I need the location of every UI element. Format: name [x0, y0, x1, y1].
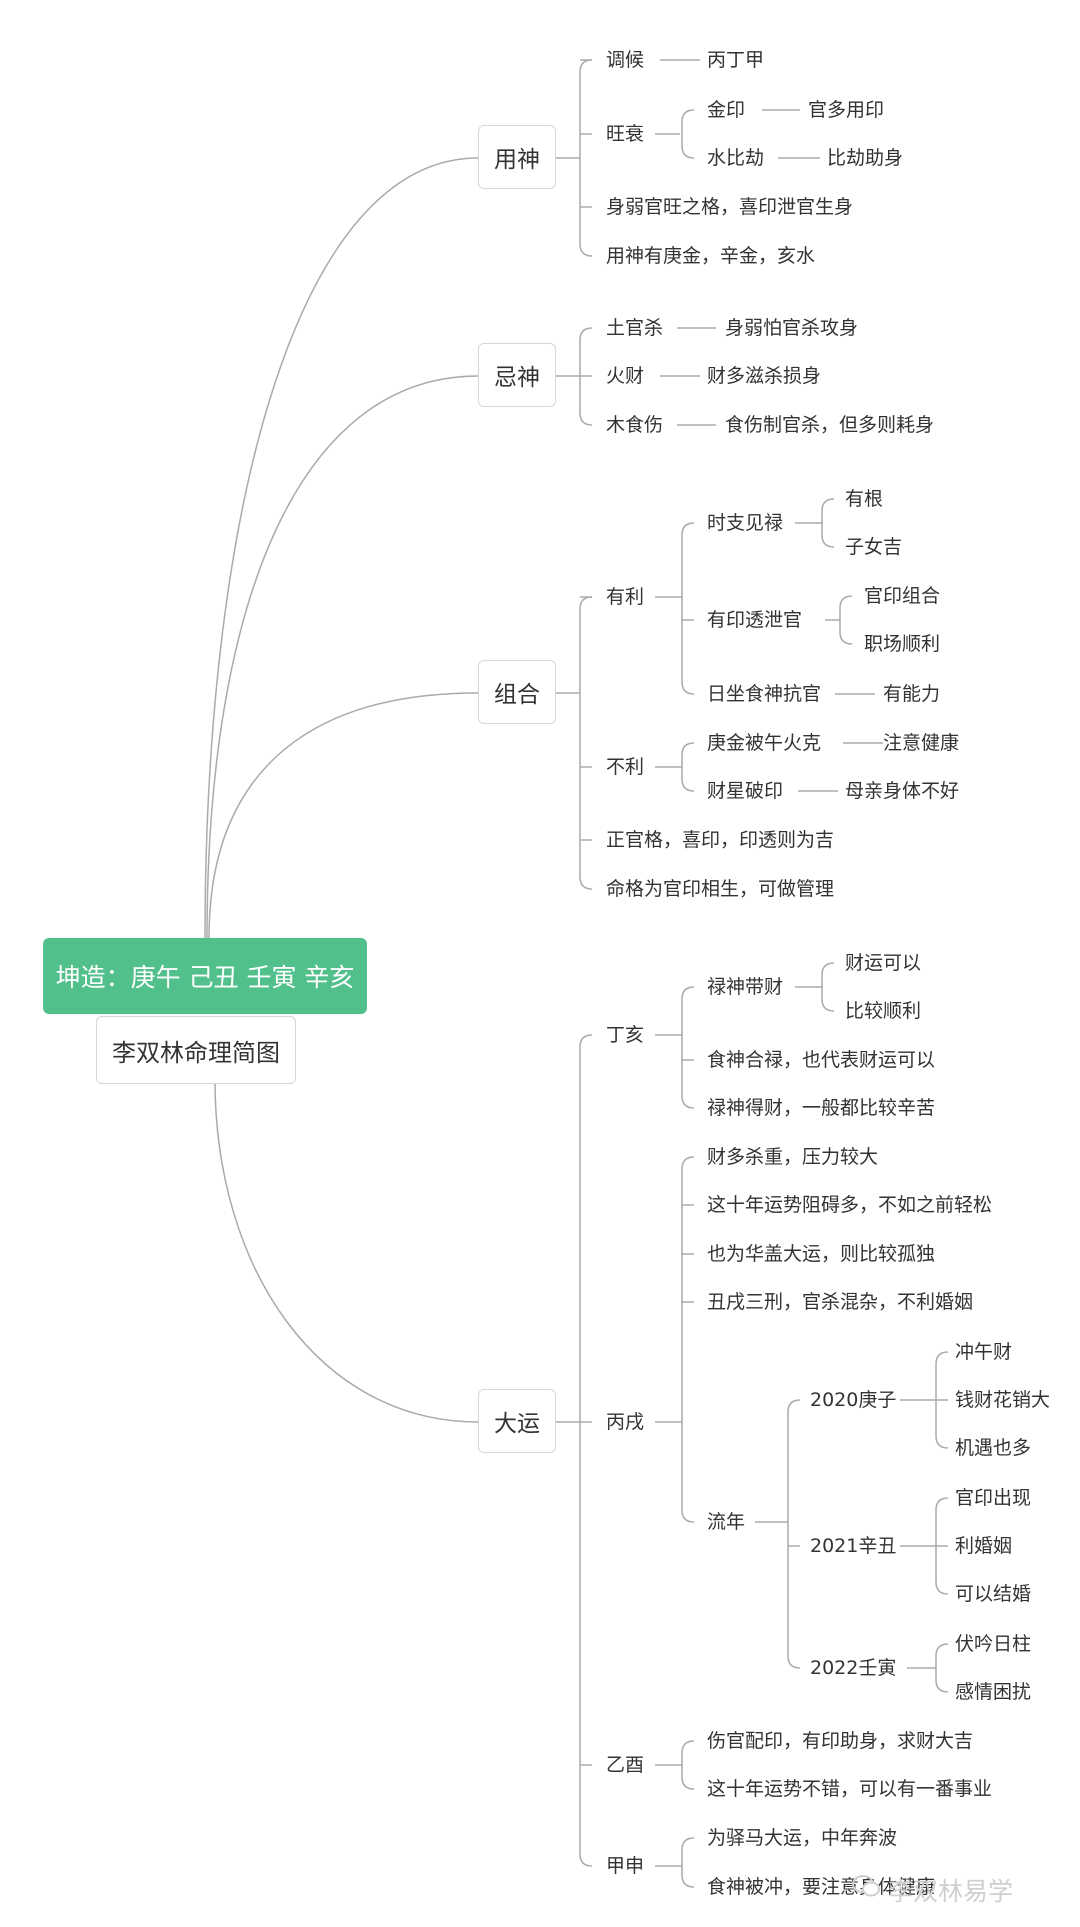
node-shizhi-b[interactable]: 子女吉	[845, 536, 903, 558]
node-jinyin[interactable]: 金印	[707, 99, 746, 121]
node-dinghai[interactable]: 丁亥	[606, 1024, 645, 1046]
node-yiyou-note1[interactable]: 伤官配印，有印助身，求财大吉	[707, 1730, 974, 1752]
node-mushishang[interactable]: 木食伤	[606, 414, 664, 436]
node-zuhe-note2[interactable]: 命格为官印相生，可做管理	[606, 878, 835, 900]
watermark-text: 李双林易学	[888, 1877, 1014, 1906]
node-mushishang-value[interactable]: 食伤制官杀，但多则耗身	[725, 414, 935, 436]
wechat-icon	[852, 1875, 880, 1897]
node-2021-b[interactable]: 利婚姻	[955, 1535, 1013, 1557]
node-huocai-value[interactable]: 财多滋杀损身	[707, 365, 822, 387]
node-wangshuai[interactable]: 旺衰	[606, 123, 645, 145]
node-jishen[interactable]: 忌神	[478, 343, 556, 407]
node-jiashen-note1[interactable]: 为驿马大运，中年奔波	[707, 1827, 898, 1849]
node-youyin-a[interactable]: 官印组合	[864, 585, 941, 607]
node-bingxu-note4[interactable]: 丑戌三刑，官杀混杂，不利婚姻	[707, 1291, 974, 1313]
node-2021[interactable]: 2021辛丑	[810, 1535, 897, 1557]
node-jinyin-value[interactable]: 官多用印	[808, 99, 885, 121]
node-2022-a[interactable]: 伏吟日柱	[955, 1633, 1032, 1655]
node-shizhi-a[interactable]: 有根	[845, 488, 884, 510]
node-tiaohou[interactable]: 调候	[606, 49, 645, 71]
node-youli[interactable]: 有利	[606, 586, 645, 608]
node-lushen-b[interactable]: 比较顺利	[845, 1000, 922, 1022]
node-gengjin[interactable]: 庚金被午火克	[707, 732, 822, 754]
node-dinghai-note2[interactable]: 禄神得财，一般都比较辛苦	[707, 1097, 936, 1119]
node-youyin[interactable]: 有印透泄官	[707, 609, 803, 631]
node-caixing-value[interactable]: 母亲身体不好	[845, 780, 960, 802]
node-tuguansha-value[interactable]: 身弱怕官杀攻身	[725, 317, 859, 339]
node-yongshen[interactable]: 用神	[478, 125, 556, 189]
node-tuguansha[interactable]: 土官杀	[606, 317, 664, 339]
node-tiaohou-value[interactable]: 丙丁甲	[707, 49, 765, 71]
node-bingxu-note1[interactable]: 财多杀重，压力较大	[707, 1146, 879, 1168]
node-yiyou[interactable]: 乙酉	[606, 1754, 645, 1776]
node-bingxu-note3[interactable]: 也为华盖大运，则比较孤独	[707, 1243, 936, 1265]
node-lushen[interactable]: 禄神带财	[707, 976, 784, 998]
node-lushen-a[interactable]: 财运可以	[845, 952, 922, 974]
node-shuibijie[interactable]: 水比劫	[707, 147, 765, 169]
node-zuhe-note1[interactable]: 正官格，喜印，印透则为吉	[606, 829, 835, 851]
node-yongshen-note1[interactable]: 身弱官旺之格，喜印泄官生身	[606, 196, 854, 218]
node-rizuo-value[interactable]: 有能力	[883, 683, 941, 705]
node-2020[interactable]: 2020庚子	[810, 1389, 897, 1411]
node-shuibijie-value[interactable]: 比劫助身	[827, 147, 904, 169]
node-2020-b[interactable]: 钱财花销大	[955, 1389, 1051, 1411]
node-2021-c[interactable]: 可以结婚	[955, 1583, 1032, 1605]
node-yongshen-note2[interactable]: 用神有庚金，辛金，亥水	[606, 245, 816, 267]
node-youyin-b[interactable]: 职场顺利	[864, 633, 941, 655]
node-bingxu-note2[interactable]: 这十年运势阻碍多，不如之前轻松	[707, 1194, 993, 1216]
node-liunian[interactable]: 流年	[707, 1511, 746, 1533]
node-caixing[interactable]: 财星破印	[707, 780, 784, 802]
node-2022[interactable]: 2022壬寅	[810, 1657, 897, 1679]
node-dayun[interactable]: 大运	[478, 1389, 556, 1453]
node-dinghai-note1[interactable]: 食神合禄，也代表财运可以	[707, 1049, 936, 1071]
node-huocai[interactable]: 火财	[606, 365, 645, 387]
node-buli[interactable]: 不利	[606, 756, 645, 778]
node-2021-a[interactable]: 官印出现	[955, 1487, 1032, 1509]
node-2020-a[interactable]: 冲午财	[955, 1341, 1013, 1363]
node-bingxu[interactable]: 丙戌	[606, 1411, 645, 1433]
node-zuhe[interactable]: 组合	[478, 660, 556, 724]
node-jiashen[interactable]: 甲申	[606, 1855, 645, 1877]
root-subtitle-node[interactable]: 李双林命理简图	[96, 1016, 296, 1084]
node-shizhi[interactable]: 时支见禄	[707, 512, 784, 534]
node-2020-c[interactable]: 机遇也多	[955, 1437, 1032, 1459]
node-yiyou-note2[interactable]: 这十年运势不错，可以有一番事业	[707, 1778, 993, 1800]
node-rizuo[interactable]: 日坐食神抗官	[707, 683, 822, 705]
node-2022-b[interactable]: 感情困扰	[955, 1681, 1032, 1703]
node-gengjin-value[interactable]: 注意健康	[883, 732, 960, 754]
root-node[interactable]: 坤造：庚午 己丑 壬寅 辛亥	[43, 938, 367, 1014]
